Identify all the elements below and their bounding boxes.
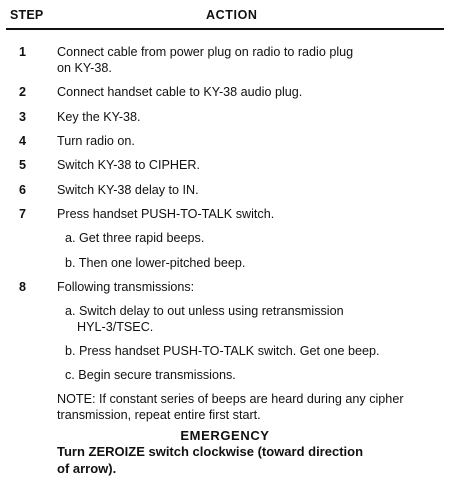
action-column-header: ACTION (206, 8, 258, 22)
step-action: Turn radio on. (57, 134, 135, 148)
step-number: 2 (19, 85, 27, 99)
note-text: transmission, repeat entire first start. (57, 408, 261, 422)
step-number: 3 (19, 110, 27, 124)
step-action: Connect handset cable to KY-38 audio plu… (57, 85, 303, 99)
step-number: 6 (19, 183, 27, 197)
emergency-instruction-continued: of arrow). (57, 461, 117, 476)
step-action-line: Connect cable from power plug on radio t… (57, 45, 354, 59)
sub-step-text: a. Get three rapid beeps. (65, 231, 205, 245)
step-number: 8 (19, 280, 27, 294)
step-action-line: on KY-38. (57, 61, 112, 75)
step-number: 7 (19, 207, 27, 221)
step-action: Switch KY-38 to CIPHER. (57, 158, 201, 172)
step-number: 4 (19, 134, 27, 148)
step-number: 5 (19, 158, 27, 172)
sub-step-text: a. Switch delay to out unless using retr… (65, 304, 344, 318)
step-action: Press handset PUSH-TO-TALK switch. (57, 207, 275, 221)
table-header: STEP ACTION (6, 0, 444, 30)
step-action: Switch KY-38 delay to IN. (57, 183, 199, 197)
step-number: 1 (19, 45, 27, 59)
sub-step-text: c. Begin secure transmissions. (65, 368, 236, 382)
step-action: Following transmissions: (57, 280, 195, 294)
note-text: NOTE: If constant series of beeps are he… (57, 392, 404, 406)
step-column-header: STEP (10, 8, 44, 22)
step-action: Key the KY-38. (57, 110, 141, 124)
sub-step-text: HYL-3/TSEC. (77, 320, 154, 334)
sub-step-text: b. Press handset PUSH-TO-TALK switch. Ge… (65, 344, 380, 358)
sub-step-text: b. Then one lower-pitched beep. (65, 256, 246, 270)
emergency-heading: EMERGENCY (180, 428, 270, 443)
emergency-instruction: Turn ZEROIZE switch clockwise (toward di… (57, 444, 364, 459)
